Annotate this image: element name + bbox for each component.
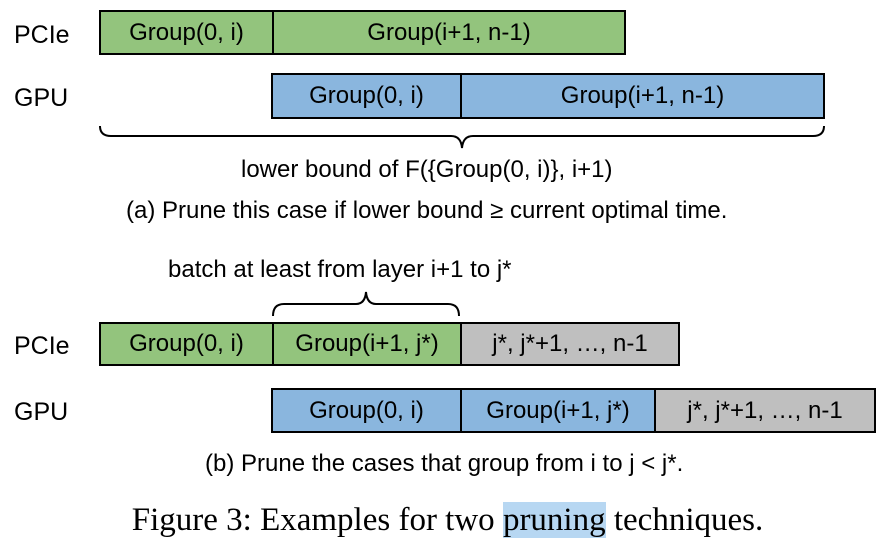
gpu-block-jstar-n1-b: j*, j*+1, …, n-1 (654, 388, 876, 433)
figure-caption: Figure 3: Examples for two pruning techn… (0, 502, 895, 539)
brace-b (272, 291, 460, 317)
gpu-block-group-0-i-a: Group(0, i) (271, 73, 462, 119)
figure-caption-prefix: Figure 3: Examples for two (131, 502, 503, 538)
gpu-block-group-0-i-b: Group(0, i) (271, 388, 462, 433)
gpu-label-b: GPU (14, 398, 69, 426)
gpu-label-a: GPU (14, 84, 69, 112)
gpu-block-group-i1-n1-a: Group(i+1, n-1) (460, 73, 825, 119)
highlighted-word: pruning (502, 502, 606, 538)
pcie-block-group-0-i-a: Group(0, i) (99, 10, 274, 55)
batch-range-label: batch at least from layer i+1 to j* (168, 256, 512, 283)
pcie-block-group-i1-jstar-b: Group(i+1, j*) (272, 322, 462, 366)
pcie-block-jstar-n1-b: j*, j*+1, …, n-1 (460, 322, 680, 366)
brace-a (99, 125, 825, 149)
lower-bound-label: lower bound of F({Group(0, i)}, i+1) (241, 156, 613, 183)
gpu-block-group-i1-jstar-b: Group(i+1, j*) (460, 388, 656, 433)
pcie-label-b: PCIe (14, 332, 70, 360)
pcie-block-group-i1-n1-a: Group(i+1, n-1) (272, 10, 626, 55)
caption-a: (a) Prune this case if lower bound ≥ cur… (126, 197, 728, 224)
caption-b: (b) Prune the cases that group from i to… (205, 450, 684, 477)
figure-caption-suffix: techniques. (605, 502, 764, 538)
pcie-label-a: PCIe (14, 21, 70, 49)
pcie-block-group-0-i-b: Group(0, i) (99, 322, 274, 366)
